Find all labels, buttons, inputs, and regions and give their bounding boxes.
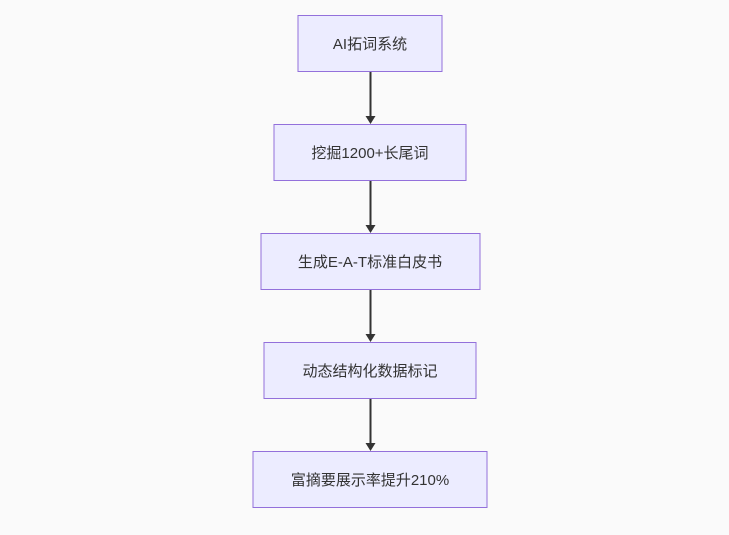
flow-edge-4 <box>365 399 375 451</box>
flow-edge-3 <box>365 290 375 342</box>
flowchart: AI拓词系统 挖掘1200+长尾词 生成E-A-T标准白皮书 动态结构化数据标记… <box>252 15 488 508</box>
flow-node-ai-word-expansion-system: AI拓词系统 <box>297 15 443 72</box>
flow-edge-1 <box>365 72 375 124</box>
flow-node-generate-eat-whitepaper: 生成E-A-T标准白皮书 <box>260 233 480 290</box>
edge-line <box>369 290 371 334</box>
arrow-down-icon <box>365 334 375 342</box>
flow-node-dynamic-structured-data-markup: 动态结构化数据标记 <box>263 342 477 399</box>
edge-line <box>369 72 371 116</box>
arrow-down-icon <box>365 116 375 124</box>
edge-line <box>369 399 371 443</box>
flow-node-mine-longtail-keywords: 挖掘1200+长尾词 <box>273 124 467 181</box>
arrow-down-icon <box>365 225 375 233</box>
arrow-down-icon <box>365 443 375 451</box>
edge-line <box>369 181 371 225</box>
flow-node-rich-snippet-rate-increase: 富摘要展示率提升210% <box>252 451 488 508</box>
flow-edge-2 <box>365 181 375 233</box>
